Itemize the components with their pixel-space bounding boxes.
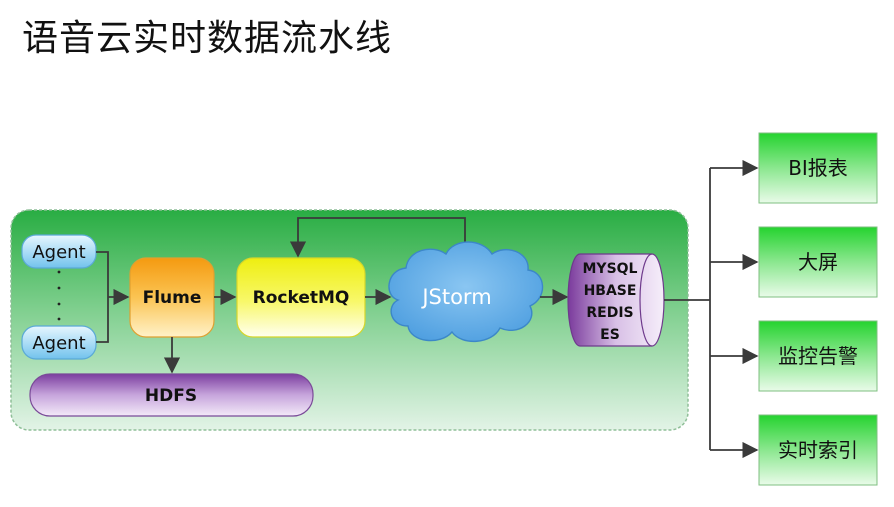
agent-node-top: Agent (21, 234, 97, 269)
agent-to-flume-connector (96, 251, 128, 343)
jstorm-label: JStorm (420, 285, 491, 309)
jstorm-feedback-loop (289, 217, 466, 262)
jstorm-cloud: JStorm (388, 241, 544, 343)
output-label-monitoring: 监控告警 (778, 344, 858, 368)
agent-node-bottom: Agent (21, 325, 97, 360)
output-box-index: 实时索引 (758, 414, 878, 486)
output-label-screen: 大屏 (798, 250, 838, 274)
page-title: 语音云实时数据流水线 (22, 18, 393, 59)
output-label-index: 实时索引 (778, 438, 858, 462)
storage-node: MYSQL HBASE REDIS ES (567, 253, 665, 347)
storage-label-2: REDIS (586, 305, 633, 321)
output-label-bi: BI报表 (788, 156, 848, 180)
flume-node: Flume (129, 257, 215, 338)
storage-label-0: MYSQL (583, 261, 638, 277)
output-box-bi: BI报表 (758, 132, 878, 204)
storage-to-outputs-connector (664, 159, 759, 459)
storage-label-3: ES (600, 327, 620, 343)
output-box-screen: 大屏 (758, 226, 878, 298)
rocketmq-node: RocketMQ (236, 257, 366, 338)
storage-label-1: HBASE (584, 283, 637, 299)
rocketmq-label: RocketMQ (253, 288, 350, 308)
output-box-monitoring: 监控告警 (758, 320, 878, 392)
agent-bottom-label: Agent (32, 333, 85, 354)
agent-top-label: Agent (32, 242, 85, 263)
hdfs-label: HDFS (145, 386, 197, 406)
agent-ellipsis (57, 270, 61, 321)
flume-label: Flume (143, 288, 202, 308)
hdfs-node: HDFS (29, 373, 314, 417)
